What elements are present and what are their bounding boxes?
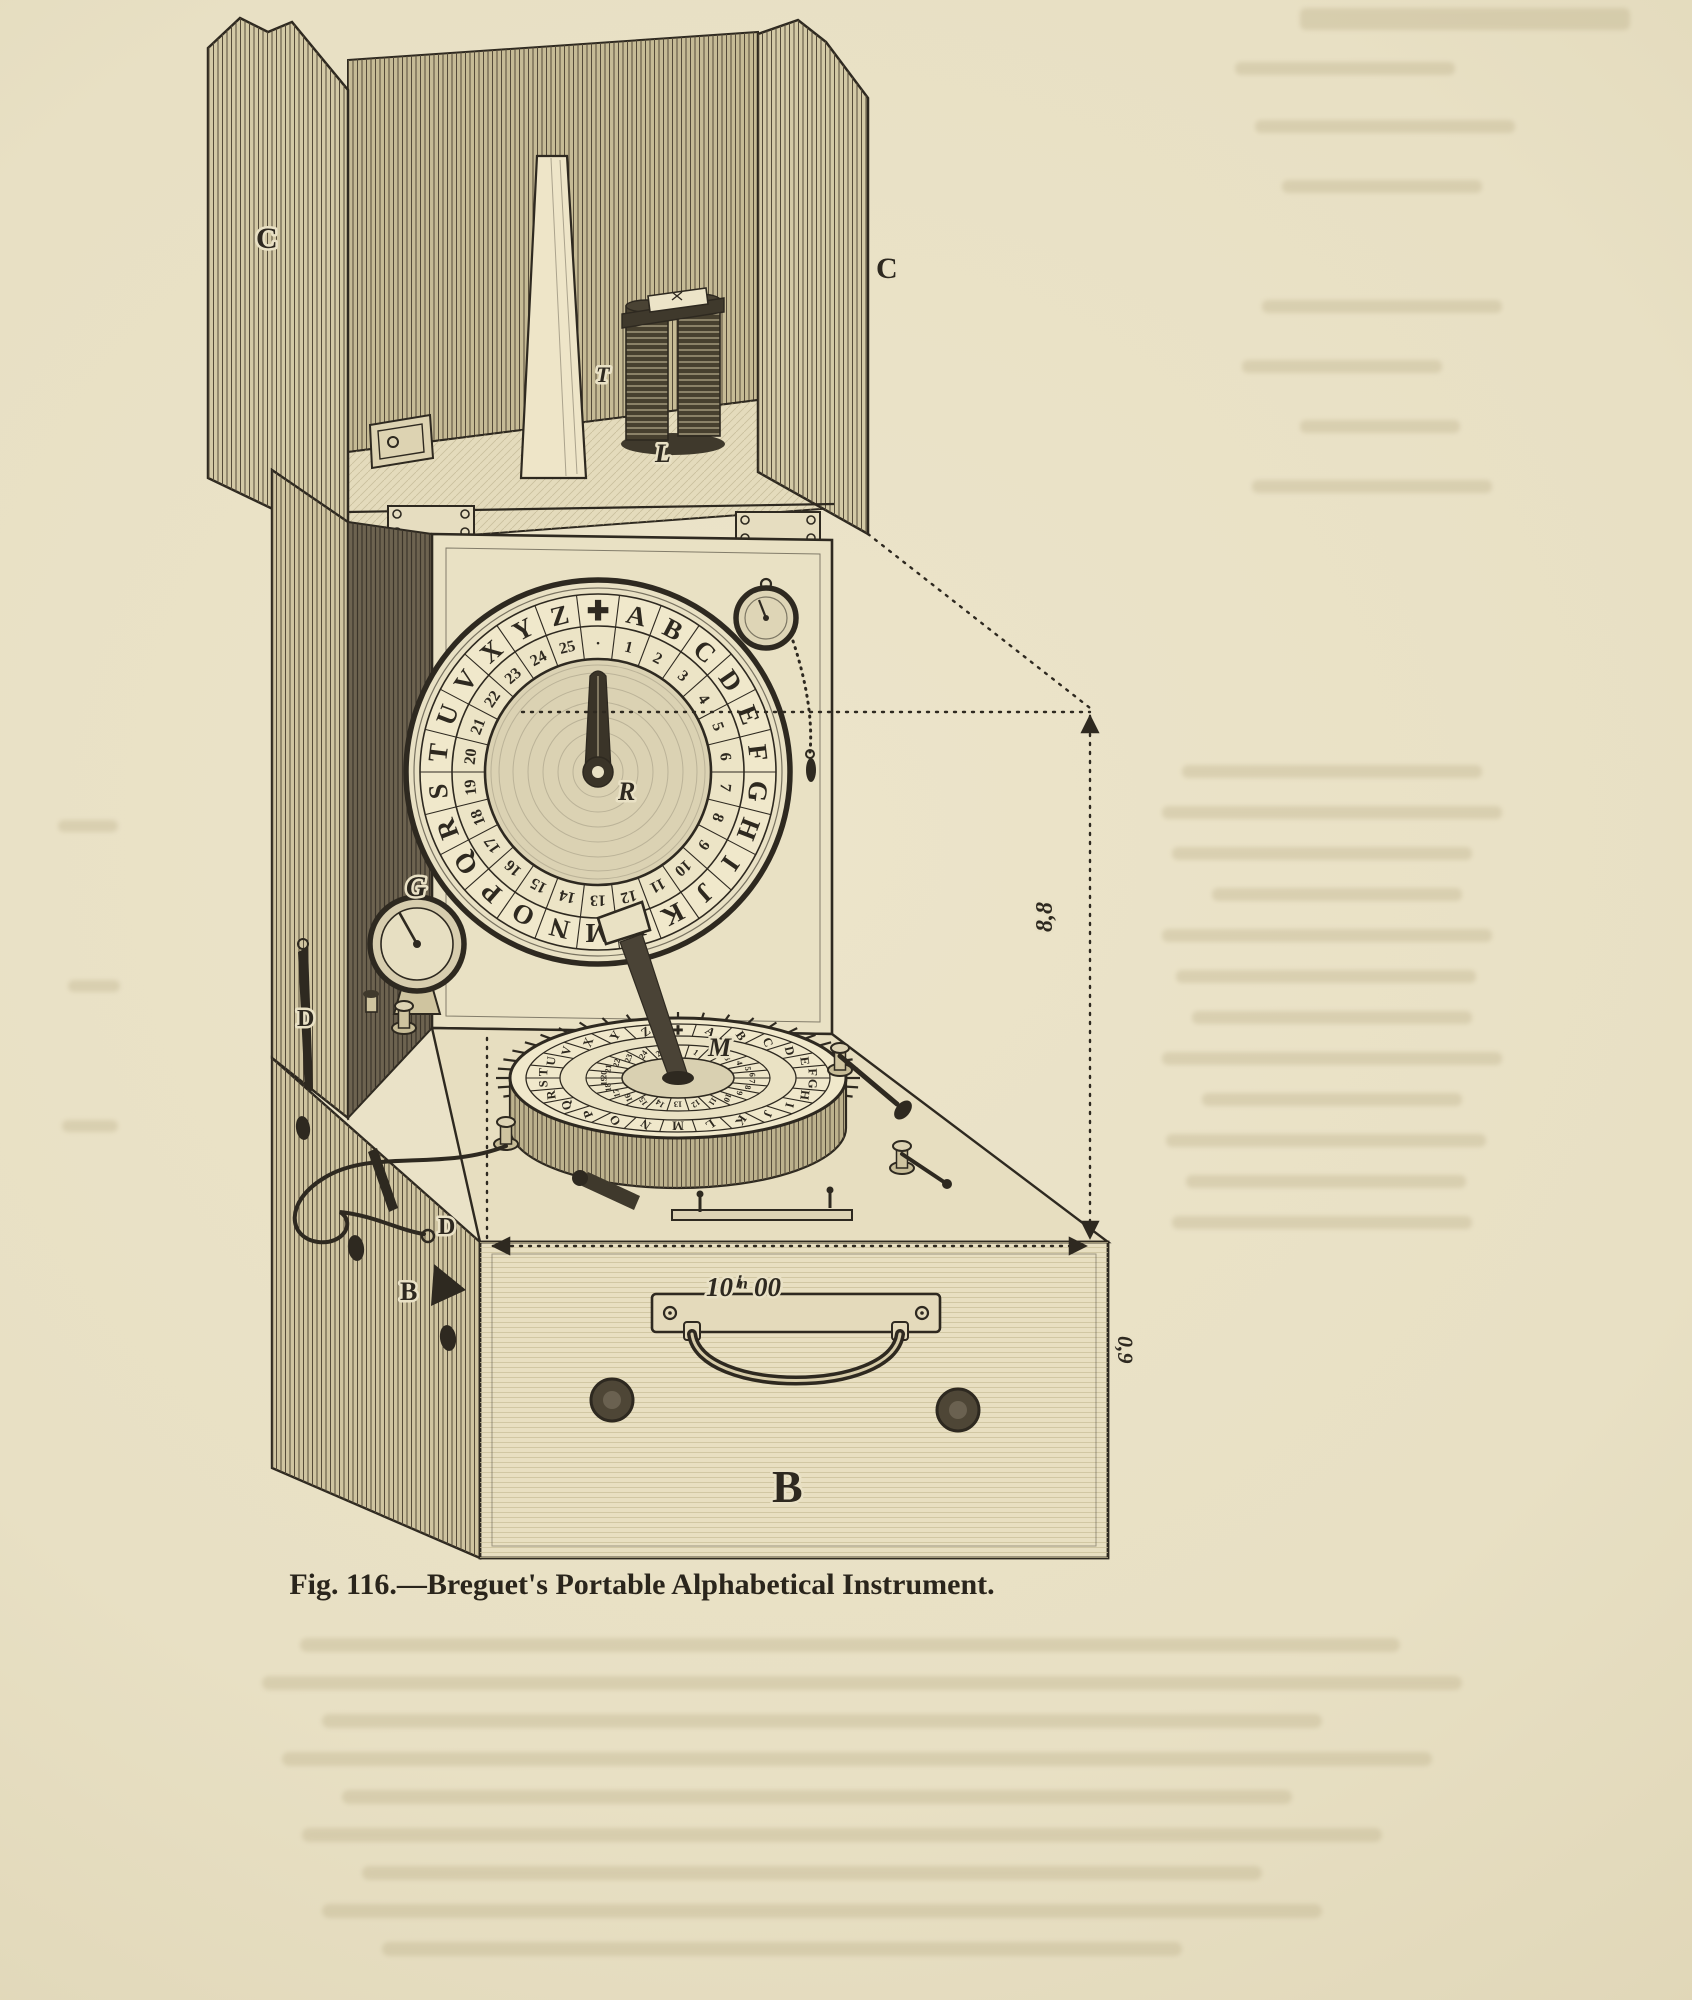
lid-latch-plate <box>368 413 435 470</box>
label-manipulator: M <box>707 1033 732 1062</box>
label-pointer-lower: D <box>438 1214 455 1240</box>
svg-text:G: G <box>805 1079 819 1090</box>
svg-text:V: V <box>559 1045 575 1057</box>
svg-text:7: 7 <box>747 1079 757 1084</box>
lid-open-case: C C T L <box>206 16 900 547</box>
svg-text:19: 19 <box>462 778 481 796</box>
svg-text:10: 10 <box>722 1092 734 1104</box>
svg-text:19: 19 <box>598 1077 608 1086</box>
label-lid-right: C <box>876 252 898 285</box>
svg-text:13: 13 <box>674 1100 683 1110</box>
svg-text:R: R <box>544 1089 559 1101</box>
carry-handle <box>650 1292 942 1386</box>
pointer-needle-lower <box>368 1148 398 1212</box>
pointer-needle-upper <box>298 947 313 1094</box>
svg-text:6: 6 <box>716 752 734 762</box>
svg-text:T: T <box>422 742 454 763</box>
svg-text:17: 17 <box>481 833 504 856</box>
svg-text:S: S <box>422 782 454 801</box>
manipulator-dividers <box>526 1024 830 1132</box>
svg-text:✚: ✚ <box>673 1023 684 1037</box>
svg-text:22: 22 <box>481 688 504 711</box>
svg-text:H: H <box>797 1089 812 1101</box>
svg-text:M: M <box>672 1119 684 1133</box>
svg-text:22: 22 <box>610 1058 622 1069</box>
svg-text:18: 18 <box>602 1083 613 1093</box>
svg-text:1: 1 <box>623 639 635 657</box>
bleedthrough-text-ghost <box>58 8 1630 1956</box>
dimension-lines: 10ⁱⁿ 00 8,8 0,9 <box>485 532 1141 1366</box>
label-electromagnet: L <box>654 439 671 468</box>
svg-text:12: 12 <box>619 886 639 906</box>
svg-text:5: 5 <box>743 1066 753 1072</box>
electromagnet-coils <box>621 287 725 455</box>
svg-text:U: U <box>544 1056 559 1067</box>
label-bell: B <box>400 1277 417 1306</box>
svg-text:23: 23 <box>622 1052 634 1064</box>
dimension-height: 8,8 <box>1032 902 1058 932</box>
svg-text:F: F <box>742 743 774 763</box>
svg-text:G: G <box>742 779 774 803</box>
crank-lever <box>582 1172 640 1210</box>
label-lid-left: C <box>256 222 278 255</box>
svg-text:J: J <box>760 1108 775 1119</box>
svg-text:4: 4 <box>734 1060 745 1067</box>
svg-text:9: 9 <box>734 1090 745 1096</box>
svg-text:14: 14 <box>558 886 578 906</box>
manipulator-handle <box>596 900 652 946</box>
svg-text:Q: Q <box>558 1099 574 1112</box>
dial-cell-dividers <box>420 595 776 949</box>
dial-number-ring: ·123456789101112131415161718192021222324… <box>462 636 734 909</box>
svg-text:3: 3 <box>722 1054 733 1062</box>
svg-text:21: 21 <box>602 1064 613 1074</box>
svg-text:D: D <box>782 1045 798 1057</box>
svg-text:✚: ✚ <box>587 596 610 626</box>
svg-text:21: 21 <box>468 716 490 737</box>
gauge-chain <box>791 639 816 782</box>
svg-text:2: 2 <box>708 1050 719 1059</box>
label-cone: T <box>596 362 611 387</box>
svg-text:S: S <box>536 1080 550 1088</box>
dimension-width: 10ⁱⁿ 00 <box>706 1272 781 1302</box>
svg-text:16: 16 <box>622 1092 634 1104</box>
svg-text:11: 11 <box>647 874 668 896</box>
label-case-front: B <box>772 1461 803 1512</box>
svg-text:13: 13 <box>590 891 606 908</box>
svg-text:I: I <box>782 1101 797 1109</box>
svg-text:6: 6 <box>747 1072 757 1077</box>
svg-text:T: T <box>536 1067 550 1077</box>
label-galvanometer: G <box>406 872 426 903</box>
connecting-wire <box>292 1144 508 1245</box>
galvanometer <box>363 894 467 1015</box>
svg-text:7: 7 <box>716 782 734 792</box>
dimension-depth: 0,9 <box>1113 1336 1138 1364</box>
cone <box>519 154 588 480</box>
svg-text:20: 20 <box>598 1070 608 1079</box>
svg-text:24: 24 <box>528 648 550 670</box>
svg-text:18: 18 <box>468 807 490 828</box>
regulator-gauge <box>733 577 799 651</box>
figure-caption: Fig. 116.—Breguet's Portable Alphabetica… <box>289 1568 994 1601</box>
contact-strip <box>671 1186 853 1221</box>
svg-text:17: 17 <box>610 1087 622 1098</box>
label-pointer-upper: D <box>297 1006 314 1032</box>
svg-text:8: 8 <box>743 1085 753 1091</box>
svg-text:20: 20 <box>462 748 481 766</box>
svg-text:F: F <box>805 1068 819 1077</box>
label-receiver-needle: R <box>617 777 635 806</box>
svg-text:·: · <box>595 636 600 653</box>
binding-posts <box>391 1000 915 1175</box>
svg-text:25: 25 <box>558 638 578 658</box>
bell-horn <box>431 1264 466 1306</box>
switch-lever <box>837 1053 900 1107</box>
svg-text:E: E <box>797 1056 812 1066</box>
svg-text:1: 1 <box>691 1047 700 1058</box>
svg-text:15: 15 <box>528 874 550 896</box>
